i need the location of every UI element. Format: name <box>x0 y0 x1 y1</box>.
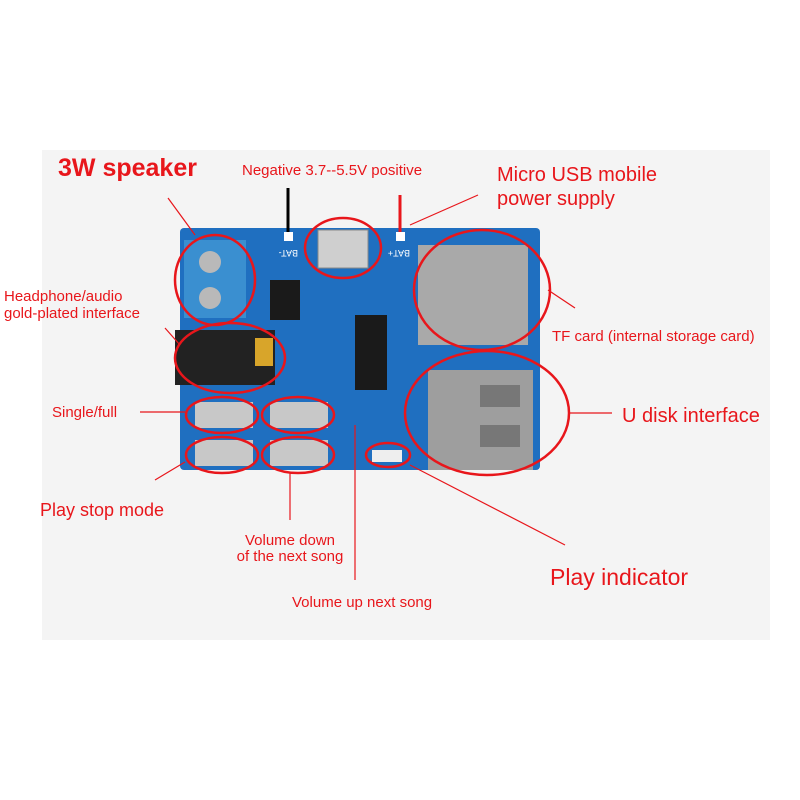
label-micro-usb-1: Micro USB mobile <box>497 164 658 186</box>
usb-a-tongue <box>480 425 520 447</box>
screw <box>199 287 221 309</box>
highlight-led <box>364 441 412 469</box>
label-micro-usb-2: power supply <box>497 188 615 210</box>
button-volume-down[interactable] <box>270 440 328 466</box>
bat-plus-pad <box>396 232 405 241</box>
usb-a-tongue <box>480 385 520 407</box>
highlight-btn1 <box>184 395 260 435</box>
tf-card-slot <box>418 245 528 345</box>
label-headphone-1: Headphone/audio <box>4 288 123 305</box>
button-single-full[interactable] <box>195 402 253 428</box>
label-tf-card: TF card (internal storage card) <box>552 328 755 345</box>
label-volume-down-1: Volume down <box>244 532 336 549</box>
gold-contact <box>255 338 273 366</box>
label-volume-down-2: of the next song <box>236 548 344 565</box>
label-play-indicator: Play indicator <box>550 564 689 590</box>
screw <box>199 251 221 273</box>
label-headphone-2: gold-plated interface <box>4 305 140 322</box>
play-led <box>372 450 402 462</box>
highlight-btn3 <box>184 435 260 475</box>
silkscreen-bat-plus: BAT+ <box>388 248 410 258</box>
label-volume-up: Volume up next song <box>292 594 433 611</box>
bat-minus-pad <box>284 232 293 241</box>
amp-chip <box>270 280 300 320</box>
label-u-disk: U disk interface <box>622 405 760 427</box>
label-play-stop: Play stop mode <box>40 500 165 520</box>
label-speaker: 3W speaker <box>58 154 197 182</box>
highlight-btn4 <box>260 435 336 475</box>
highlight-udisk <box>403 349 571 477</box>
highlight-usb <box>303 216 383 280</box>
micro-usb-port <box>317 229 369 269</box>
highlight-headphone <box>173 321 287 395</box>
button-play-stop[interactable] <box>195 440 253 466</box>
decoder-chip <box>355 315 387 390</box>
button-volume-up[interactable] <box>270 402 328 428</box>
label-power-polarity: Negative 3.7--5.5V positive <box>242 162 423 179</box>
silkscreen-bat-minus: BAT- <box>279 248 298 258</box>
label-single-full: Single/full <box>52 404 118 421</box>
highlight-btn2 <box>260 395 336 435</box>
